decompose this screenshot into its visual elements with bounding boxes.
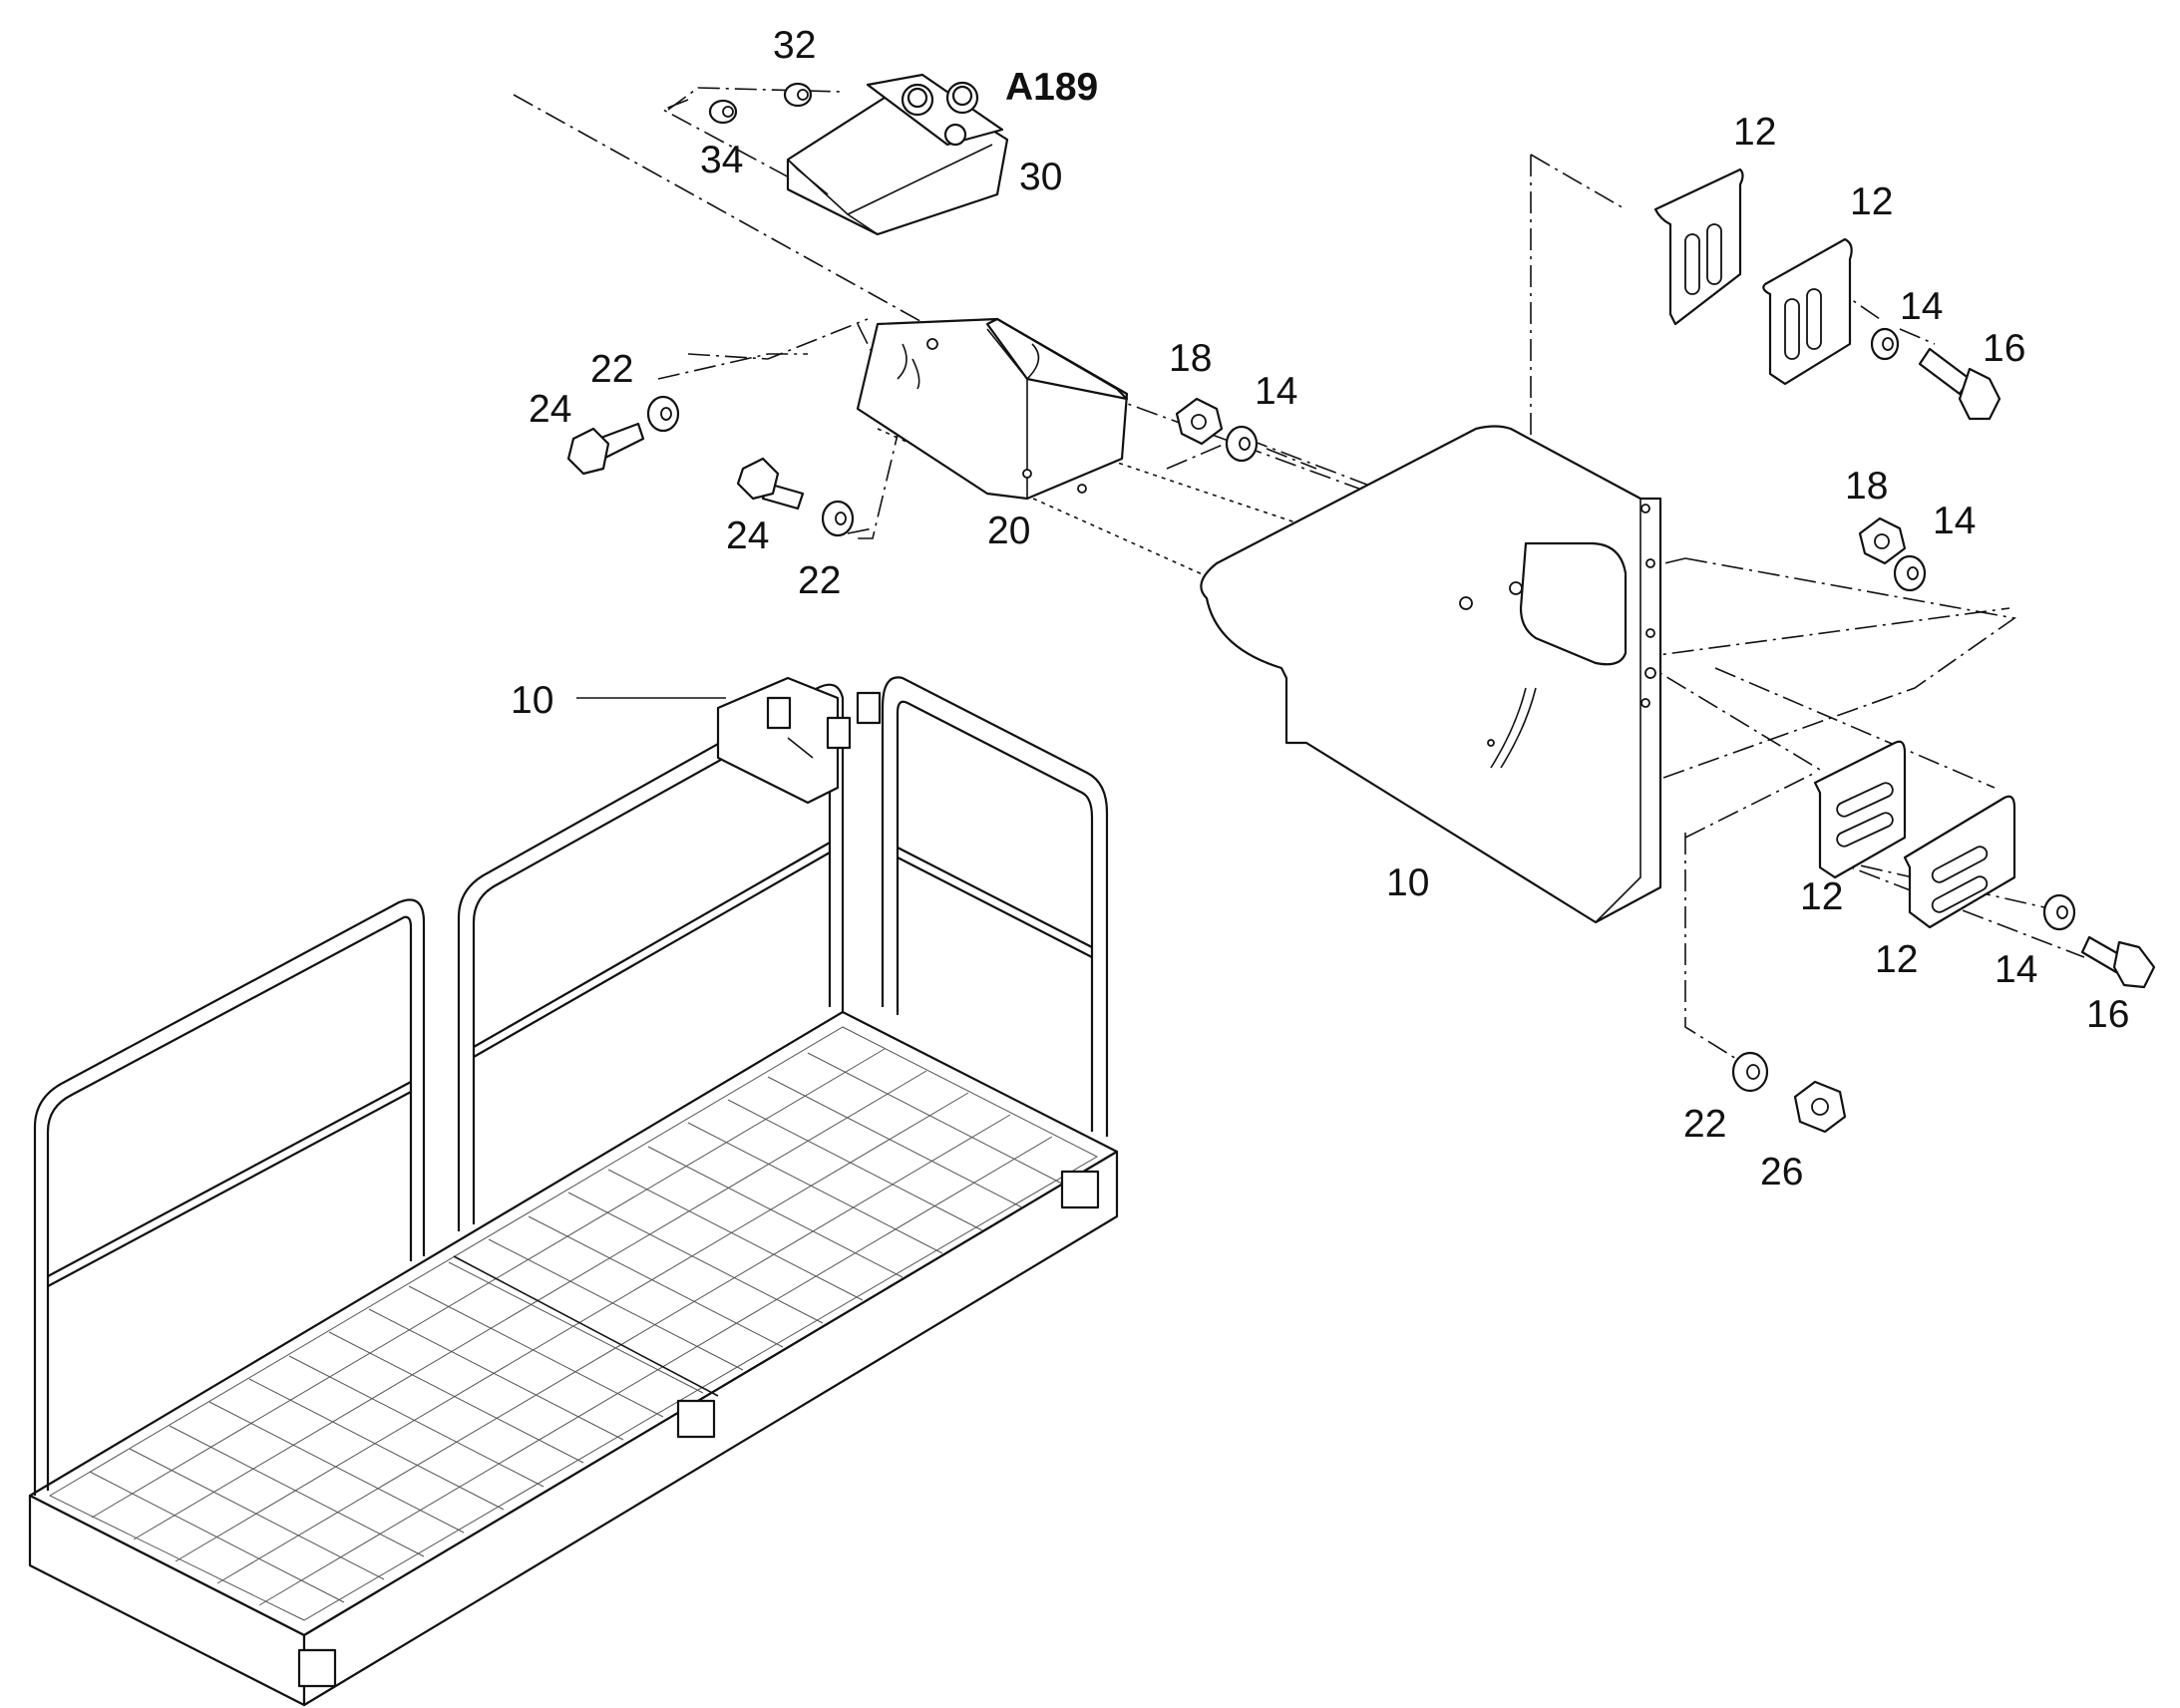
- deck-grating: [48, 1026, 1099, 1621]
- callout-34: 34: [700, 139, 743, 181]
- callout-10-plate: 10: [1386, 861, 1429, 904]
- washer-22-bottom: [1731, 1051, 1769, 1093]
- washer-14-right: [1893, 554, 1927, 592]
- bolt-16-lower: [2080, 935, 2156, 989]
- washer-22-upper: [646, 395, 680, 433]
- callout-14-upper: 14: [1900, 285, 1943, 328]
- callout-12-upper-left: 12: [1733, 111, 1776, 154]
- nut-18-right: [1858, 516, 1907, 565]
- callout-16-upper: 16: [1983, 327, 2025, 370]
- callout-14-mid: 14: [1255, 370, 1297, 413]
- clip-12-lower-left: [1813, 740, 1907, 879]
- callout-22-bottom: 22: [1683, 1103, 1726, 1146]
- callout-A189: A189: [1005, 66, 1098, 109]
- callout-22-upper: 22: [590, 348, 633, 391]
- callout-20: 20: [987, 510, 1030, 552]
- callout-30: 30: [1019, 156, 1062, 198]
- callout-26: 26: [1760, 1151, 1803, 1194]
- callout-18-upper: 18: [1169, 337, 1212, 380]
- bolt-24-lower: [736, 457, 805, 511]
- callout-labels: 32 A189 34 30 12 12 14 16 22 24 18 14 24…: [511, 24, 2129, 1194]
- callout-18-right: 18: [1845, 465, 1888, 508]
- platform-basket: [28, 676, 1119, 1707]
- callout-16-lower: 16: [2086, 993, 2129, 1036]
- callout-14-right: 14: [1933, 500, 1976, 542]
- washer-14-upper: [1870, 327, 1900, 361]
- bracket-20: [856, 317, 1129, 501]
- nut-26: [1793, 1080, 1847, 1134]
- grommet-32: [783, 82, 813, 108]
- washer-14-lower: [2042, 893, 2076, 931]
- washer-14-mid: [1225, 425, 1259, 463]
- callout-12-upper-right: 12: [1850, 180, 1893, 223]
- main-plate-10: [1200, 425, 1662, 924]
- grommet-34: [708, 99, 738, 125]
- clip-12-lower-right: [1903, 795, 2016, 929]
- callout-22-lower: 22: [798, 559, 841, 602]
- washer-22-lower: [821, 500, 855, 537]
- bolt-24-upper: [566, 422, 645, 476]
- mounted-bracket: [716, 676, 882, 805]
- junction-box-30: [786, 73, 1009, 236]
- clip-12-upper-right: [1762, 237, 1853, 386]
- callout-24-lower: 24: [726, 514, 769, 557]
- callout-24-upper: 24: [529, 388, 571, 431]
- callout-12-lower-right: 12: [1875, 938, 1918, 981]
- callout-14-lower: 14: [1995, 948, 2037, 991]
- nut-18-upper: [1175, 397, 1224, 446]
- bolt-16-upper: [1918, 347, 2001, 421]
- callout-32: 32: [773, 24, 816, 67]
- callout-10-platform: 10: [511, 679, 553, 722]
- guard-rails: [33, 676, 1109, 1496]
- clip-12-upper-left: [1653, 168, 1744, 326]
- callout-12-lower-left: 12: [1800, 875, 1843, 918]
